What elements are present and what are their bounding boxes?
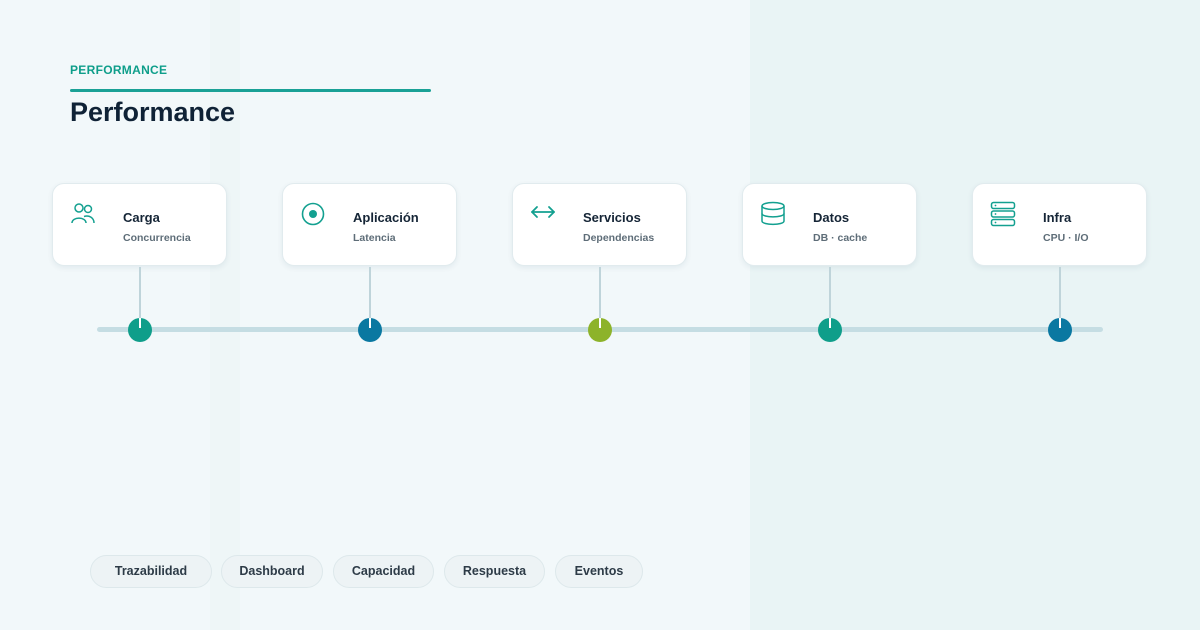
node-tick xyxy=(1059,318,1061,328)
section-eyebrow: PERFORMANCE xyxy=(70,63,168,77)
stage-connector xyxy=(369,267,371,322)
background-panel xyxy=(750,0,1200,630)
page-title: Performance xyxy=(70,97,236,127)
stage-title: Aplicación xyxy=(353,210,419,225)
title-underline xyxy=(70,89,431,92)
stage-connector xyxy=(1059,267,1061,322)
stage-card-infra[interactable]: Infra CPU · I/O xyxy=(972,183,1147,266)
stage-card-carga[interactable]: Carga Concurrencia xyxy=(52,183,227,266)
stage-subtitle: DB · cache xyxy=(813,232,868,244)
stage-title: Datos xyxy=(813,210,850,225)
node-tick xyxy=(599,318,601,328)
users-icon xyxy=(70,201,96,227)
chip-capacidad[interactable]: Capacidad xyxy=(333,555,434,588)
chip-dashboard[interactable]: Dashboard xyxy=(221,555,323,588)
timeline-node-datos[interactable] xyxy=(818,318,842,342)
chip-eventos[interactable]: Eventos xyxy=(555,555,643,588)
stage-subtitle: Latencia xyxy=(353,232,396,244)
chip-trazabilidad[interactable]: Trazabilidad xyxy=(90,555,212,588)
stage-card-servicios[interactable]: Servicios Dependencias xyxy=(512,183,687,266)
database-icon xyxy=(760,201,786,227)
stage-card-datos[interactable]: Datos DB · cache xyxy=(742,183,917,266)
node-tick xyxy=(139,318,141,328)
stage-card-aplicacion[interactable]: Aplicación Latencia xyxy=(282,183,457,266)
chip-respuesta[interactable]: Respuesta xyxy=(444,555,545,588)
stage-subtitle: CPU · I/O xyxy=(1043,232,1089,244)
stage-connector xyxy=(139,267,141,322)
stage-subtitle: Dependencias xyxy=(583,232,655,244)
node-tick xyxy=(829,318,831,328)
timeline-node-aplicacion[interactable] xyxy=(358,318,382,342)
timeline-node-infra[interactable] xyxy=(1048,318,1072,342)
timeline-node-carga[interactable] xyxy=(128,318,152,342)
arrows-horizontal-icon xyxy=(530,201,556,227)
node-tick xyxy=(369,318,371,328)
stage-connector xyxy=(599,267,601,322)
stage-title: Carga xyxy=(123,210,160,225)
stage-title: Servicios xyxy=(583,210,641,225)
target-icon xyxy=(300,201,326,227)
server-stack-icon xyxy=(990,201,1016,227)
background-band xyxy=(210,0,240,630)
stage-subtitle: Concurrencia xyxy=(123,232,191,244)
stage-connector xyxy=(829,267,831,322)
timeline-node-servicios[interactable] xyxy=(588,318,612,342)
stage-title: Infra xyxy=(1043,210,1072,225)
